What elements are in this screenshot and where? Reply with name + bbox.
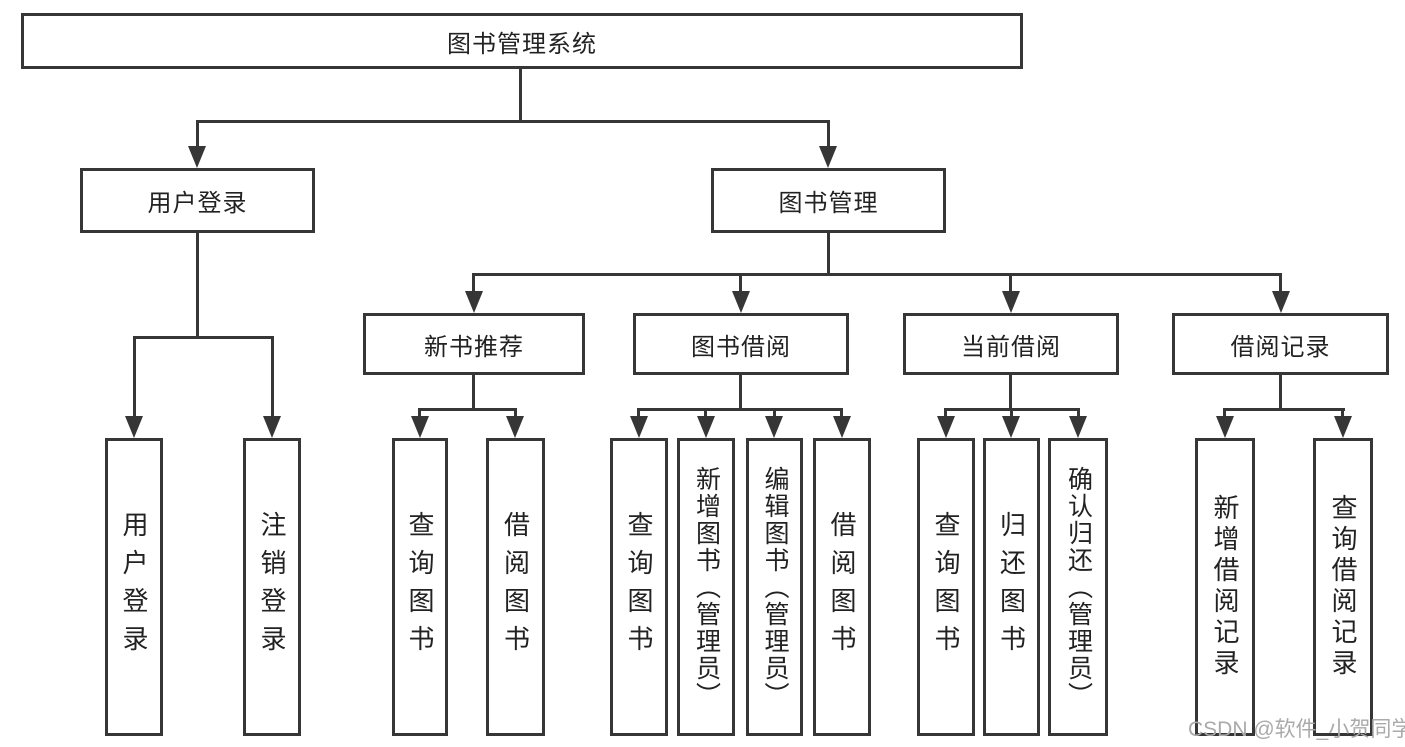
- arrow-down-icon: [1002, 291, 1020, 313]
- node-borrow-records-label: 借阅记录: [1230, 333, 1331, 361]
- leaf-borrow-book-rec: 借阅图书: [486, 438, 545, 736]
- node-book-borrow-label: 图书借阅: [691, 333, 791, 361]
- connector-line: [1341, 408, 1344, 420]
- leaf-edit-book: 编辑图书（管理员）: [746, 438, 803, 736]
- leaf-add-borrow-record-label: 新增借阅记录: [1210, 494, 1240, 680]
- connector-line: [944, 408, 947, 420]
- leaf-logout-label: 注销登录: [257, 511, 287, 663]
- connector-line: [196, 120, 199, 148]
- leaf-query-book-borrow: 查询图书: [610, 438, 668, 736]
- connector-line: [472, 375, 475, 408]
- leaf-query-borrow-record: 查询借阅记录: [1313, 438, 1373, 736]
- leaf-query-book-current: 查询图书: [917, 438, 975, 736]
- connector-line: [1223, 408, 1345, 411]
- node-root: 图书管理系统: [21, 13, 1023, 69]
- connector-line: [739, 375, 742, 408]
- arrow-down-icon: [411, 416, 429, 438]
- arrow-down-icon: [732, 291, 750, 313]
- connector-line: [637, 408, 640, 420]
- connector-line: [1010, 408, 1013, 420]
- connector-line: [1009, 273, 1012, 293]
- connector-line: [773, 408, 776, 420]
- leaf-borrow-book-rec-label: 借阅图书: [500, 511, 531, 663]
- node-book-borrow: 图书借阅: [633, 313, 849, 375]
- node-current-borrow-label: 当前借阅: [961, 333, 1061, 361]
- arrow-down-icon: [465, 291, 483, 313]
- leaf-query-book-borrow-label: 查询图书: [624, 511, 654, 663]
- node-new-book-rec-label: 新书推荐: [424, 333, 524, 361]
- leaf-add-borrow-record: 新增借阅记录: [1195, 438, 1255, 736]
- leaf-add-book: 新增图书（管理员）: [677, 438, 735, 736]
- connector-line: [196, 120, 830, 123]
- node-borrow-records: 借阅记录: [1172, 313, 1389, 375]
- arrow-down-icon: [1069, 416, 1087, 438]
- connector-line: [739, 273, 742, 293]
- arrow-down-icon: [188, 146, 206, 168]
- connector-line: [472, 273, 475, 293]
- node-user-login-label: 用户登录: [147, 190, 248, 217]
- leaf-user-login-label: 用户登录: [119, 511, 149, 663]
- connector-line: [1223, 408, 1226, 420]
- connector-line: [196, 233, 199, 336]
- csdn-watermark: CSDN @软件_小贺同学: [1188, 718, 1405, 741]
- arrow-down-icon: [263, 416, 281, 438]
- connector-line: [840, 408, 843, 420]
- connector-line: [133, 336, 274, 339]
- leaf-user-login: 用户登录: [105, 438, 163, 736]
- arrow-down-icon: [125, 416, 143, 438]
- leaf-query-book-rec: 查询图书: [392, 438, 448, 736]
- arrow-down-icon: [506, 416, 524, 438]
- connector-line: [704, 408, 707, 420]
- connector-line: [519, 68, 522, 120]
- node-root-label: 图书管理系统: [447, 30, 597, 58]
- node-current-borrow: 当前借阅: [903, 313, 1119, 375]
- leaf-confirm-return: 确认归还（管理员）: [1048, 438, 1108, 736]
- leaf-logout: 注销登录: [243, 438, 301, 736]
- connector-line: [1279, 375, 1282, 408]
- arrow-down-icon: [1002, 416, 1020, 438]
- connector-line: [637, 408, 843, 411]
- node-new-book-rec: 新书推荐: [363, 313, 585, 375]
- arrow-down-icon: [1272, 291, 1290, 313]
- connector-line: [271, 336, 274, 418]
- leaf-borrow-book-borrow: 借阅图书: [813, 438, 871, 736]
- leaf-return-book: 归还图书: [983, 438, 1040, 736]
- connector-line: [418, 408, 421, 420]
- connector-line: [1009, 375, 1012, 408]
- node-user-login: 用户登录: [80, 168, 315, 233]
- leaf-add-book-label: 新增图书（管理员）: [692, 465, 721, 709]
- leaf-borrow-book-borrow-label: 借阅图书: [827, 511, 857, 663]
- leaf-confirm-return-label: 确认归还（管理员）: [1064, 465, 1093, 709]
- arrow-down-icon: [819, 146, 837, 168]
- connector-line: [827, 233, 830, 273]
- connector-line: [133, 336, 136, 418]
- connector-line: [418, 408, 517, 411]
- connector-line: [1077, 408, 1080, 420]
- leaf-return-book-label: 归还图书: [996, 511, 1027, 663]
- arrow-down-icon: [937, 416, 955, 438]
- arrow-down-icon: [1216, 416, 1234, 438]
- connector-line: [1279, 273, 1282, 293]
- leaf-query-book-current-label: 查询图书: [931, 511, 961, 663]
- arrow-down-icon: [833, 416, 851, 438]
- connector-line: [472, 273, 1282, 276]
- connector-line: [514, 408, 517, 420]
- leaf-query-book-rec-label: 查询图书: [405, 511, 435, 663]
- leaf-query-borrow-record-label: 查询借阅记录: [1328, 494, 1358, 680]
- arrow-down-icon: [630, 416, 648, 438]
- node-book-mgmt: 图书管理: [711, 168, 946, 233]
- connector-line: [827, 120, 830, 148]
- arrow-down-icon: [697, 416, 715, 438]
- arrow-down-icon: [765, 416, 783, 438]
- arrow-down-icon: [1334, 416, 1352, 438]
- node-book-mgmt-label: 图书管理: [778, 190, 879, 217]
- leaf-edit-book-label: 编辑图书（管理员）: [761, 465, 789, 709]
